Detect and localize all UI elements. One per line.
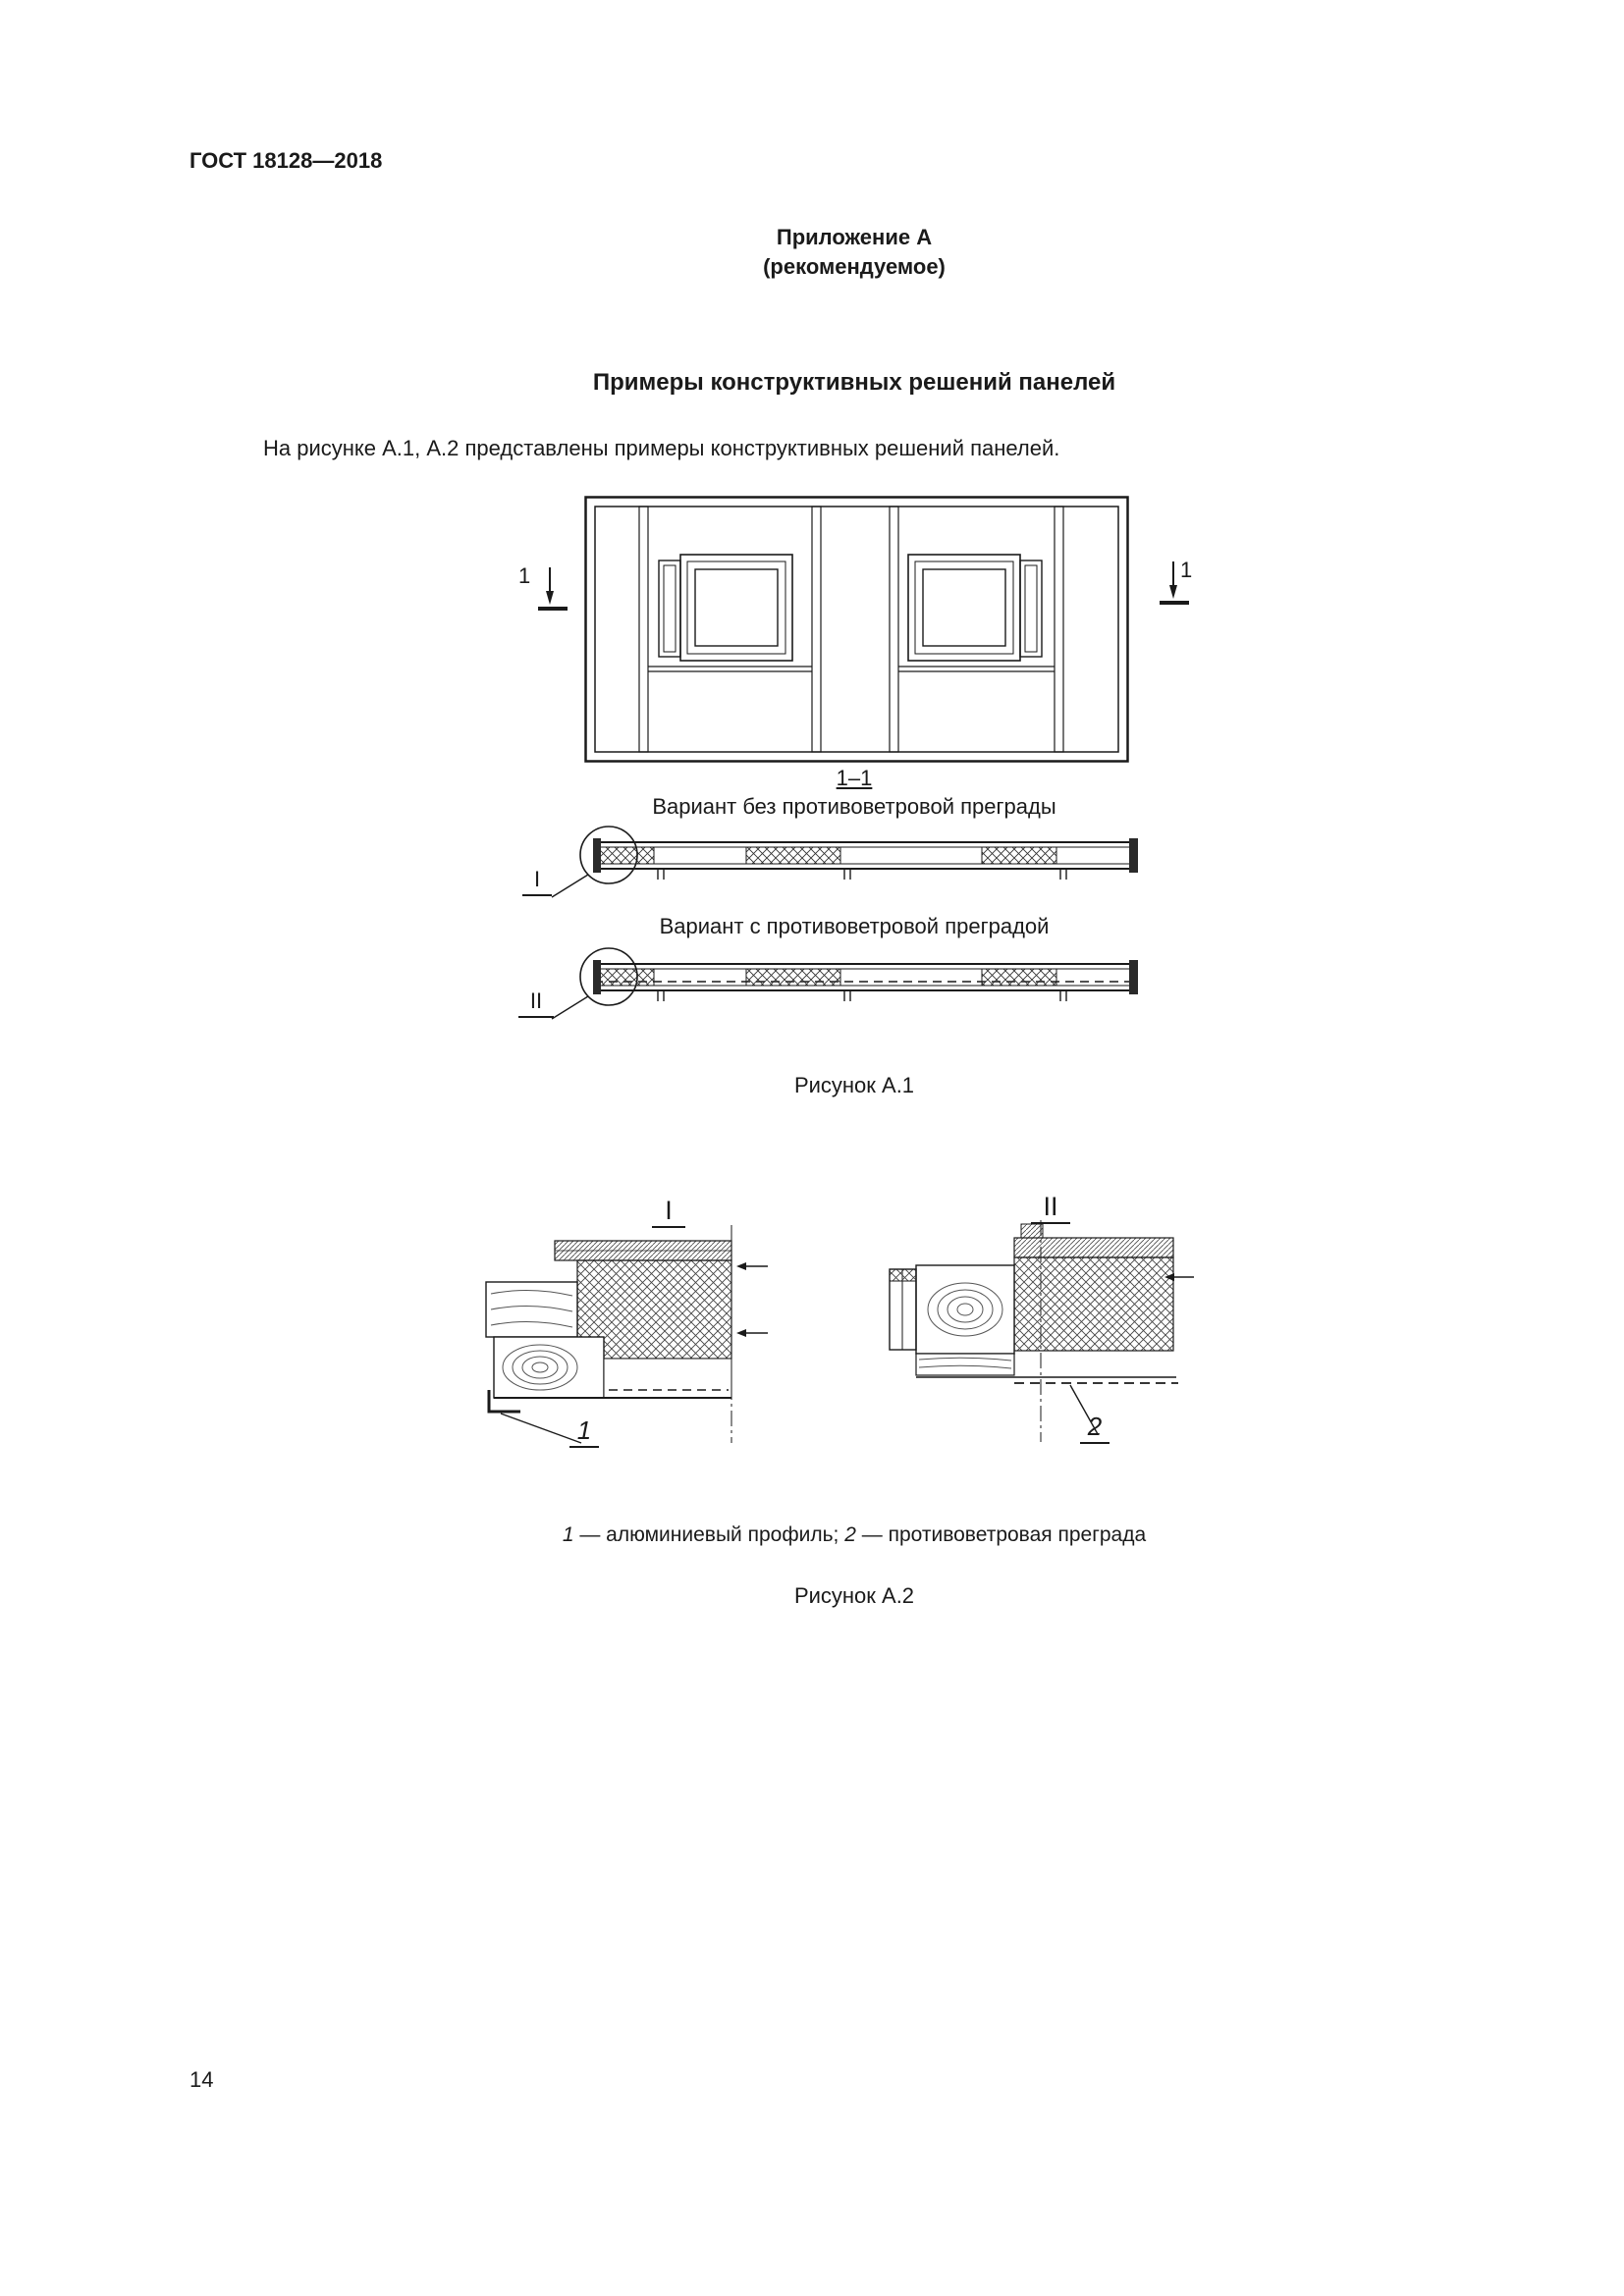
intro-paragraph: На рисунке А.1, А.2 представлены примеры… [263, 436, 1060, 460]
appendix-title: Приложение А [776, 225, 933, 249]
section-mark-left-number: 1 [518, 563, 531, 588]
legend-item-2-text: — противоветровая преграда [855, 1523, 1147, 1546]
legend-callout-2-number: 2 [844, 1523, 856, 1546]
panel-elevation-drawing [584, 496, 1129, 763]
appendix-subtitle: (рекомендуемое) [763, 254, 946, 279]
variant-without-barrier-label: Вариант без противоветровой преграды [652, 794, 1056, 819]
detail-view-1-drawing [485, 1225, 768, 1444]
detail-ref-2-label: II [518, 988, 554, 1018]
figure-a1-caption: Рисунок А.1 [793, 1073, 915, 1097]
callout-1-label: 1 [569, 1415, 599, 1448]
section-mark-right-number: 1 [1180, 558, 1193, 582]
section-cut-right-arrow-icon [1160, 561, 1189, 605]
figure-a2-caption: Рисунок А.2 [793, 1583, 915, 1608]
detail-view-1-label: I [652, 1196, 685, 1228]
detail-view-2-label: II [1031, 1192, 1070, 1224]
detail-ref-1-label: I [522, 866, 552, 896]
document-header: ГОСТ 18128—2018 [189, 148, 383, 173]
section-cut-label: 1–1 [157, 765, 1551, 793]
section-view-without-barrier-drawing [551, 826, 1138, 898]
variant-with-barrier-label: Вариант с противоветровой преградой [659, 914, 1050, 938]
section-cut-left-arrow-icon [538, 567, 568, 611]
legend-item-1-text: — алюминиевый профиль; [573, 1523, 845, 1546]
page-number: 14 [189, 2067, 214, 2092]
section-cut-label-text: 1–1 [836, 766, 873, 790]
detail-view-2-drawing [889, 1220, 1194, 1442]
section-view-with-barrier-drawing [551, 947, 1138, 1020]
legend-callout-1-number: 1 [562, 1523, 574, 1546]
callout-2-label: 2 [1080, 1412, 1110, 1444]
section-heading: Примеры конструктивных решений панелей [592, 369, 1116, 396]
figure-a2-legend: 1 — алюминиевый профиль; 2 — противоветр… [157, 1523, 1551, 1547]
